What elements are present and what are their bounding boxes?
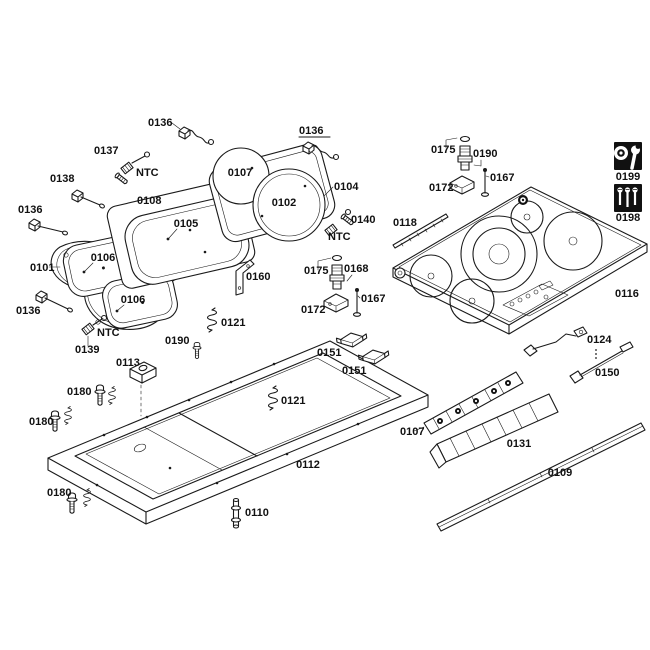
part-label-0175-mid: 0175	[304, 265, 328, 277]
rod-0118	[392, 213, 449, 249]
part-label-0151-a: 0151	[317, 347, 341, 359]
part-label-0121-right: 0121	[281, 395, 305, 407]
screw-0140-ntc	[324, 208, 355, 237]
part-label-0150: 0150	[595, 367, 619, 379]
part-label-0136-top-left: 0136	[148, 117, 172, 129]
sensor-assembly-mid	[317, 254, 362, 317]
part-label-0116: 0116	[615, 288, 639, 300]
part-label-0112: 0112	[296, 459, 320, 471]
part-label-0107-burner: 0107	[228, 167, 252, 179]
part-label-ntc-top: NTC	[136, 167, 159, 179]
part-label-0137: 0137	[94, 145, 118, 157]
part-label-0107-pcb: 0107	[400, 426, 424, 438]
part-label-0140: 0140	[351, 214, 375, 226]
part-label-0160: 0160	[246, 271, 270, 283]
part-label-0198: 0198	[616, 212, 640, 224]
part-label-0175-top: 0175	[431, 144, 455, 156]
part-label-0113: 0113	[116, 357, 140, 369]
ntc-0139	[81, 314, 108, 347]
part-label-0138: 0138	[50, 173, 74, 185]
part-label-0199: 0199	[616, 171, 640, 183]
part-label-0180-b: 0180	[29, 416, 53, 428]
clip-0136-top-center	[302, 141, 340, 161]
sensor-assembly-top	[445, 135, 490, 197]
cable-0124	[523, 326, 597, 359]
part-label-ntc-center: NTC	[328, 231, 351, 243]
part-label-0124: 0124	[587, 334, 612, 346]
part-label-0105: 0105	[174, 218, 198, 230]
part-label-0104: 0104	[334, 181, 359, 193]
corner-knob	[394, 267, 406, 279]
frame-0112	[47, 340, 429, 525]
part-label-0136-left-upper: 0136	[18, 204, 42, 216]
part-label-0108: 0108	[137, 195, 161, 207]
part-label-0168: 0168	[344, 263, 368, 275]
part-label-0109: 0109	[548, 467, 572, 479]
glass-cooktop-0116	[392, 186, 648, 335]
screw-0137-ntc	[113, 151, 151, 186]
bracket-0160	[235, 259, 255, 296]
part-label-0180-c: 0180	[47, 487, 71, 499]
rod-0138	[71, 189, 105, 209]
part-label-0139: 0139	[75, 344, 99, 356]
part-label-0131: 0131	[507, 438, 531, 450]
part-label-0172-mid: 0172	[301, 304, 325, 316]
clip-0136-left-upper	[28, 218, 69, 236]
spring-0121-left	[206, 307, 218, 333]
screw-set-icon-0198	[614, 184, 642, 212]
part-label-0151-b: 0151	[342, 365, 366, 377]
grommet	[518, 195, 528, 205]
frame-mount-holes	[95, 362, 360, 487]
box-0113	[129, 361, 157, 417]
clip-0136-top-left	[171, 122, 215, 146]
screw-0190-small	[192, 341, 202, 360]
tool-kit-icon-0199	[614, 142, 642, 170]
part-label-0118: 0118	[393, 217, 417, 229]
part-label-0190-small: 0190	[165, 335, 189, 347]
part-label-0101: 0101	[30, 262, 54, 274]
part-labels: 0136 0137 NTC 0138 0136 0101 0106 0106 0…	[16, 117, 640, 519]
burner-pair-tray-0104	[208, 143, 336, 243]
pcb-0107	[413, 371, 524, 435]
part-label-0167-mid: 0167	[361, 293, 385, 305]
part-label-0180-a: 0180	[67, 386, 91, 398]
bolt-0180-a	[94, 384, 116, 406]
trim-0109	[436, 422, 646, 532]
part-label-0110: 0110	[245, 507, 269, 519]
part-label-0172-top: 0172	[429, 182, 453, 194]
part-label-0167-top: 0167	[490, 172, 514, 184]
part-label-0106-upper: 0106	[91, 252, 115, 264]
cable-0150	[569, 341, 634, 384]
burner-0102-circle	[252, 168, 326, 242]
leader-lines	[48, 136, 334, 313]
control-zone	[502, 280, 569, 317]
part-label-0121-left: 0121	[221, 317, 245, 329]
part-label-0102: 0102	[272, 197, 296, 209]
stud-0110	[230, 497, 242, 529]
part-label-ntc-left: NTC	[97, 327, 120, 339]
part-label-0190: 0190	[473, 148, 497, 160]
housing-0131	[429, 393, 559, 469]
part-label-0136-left-lower: 0136	[16, 305, 40, 317]
part-label-0106-lower: 0106	[121, 294, 145, 306]
clip-0136-left-lower	[35, 290, 73, 313]
part-label-0136-top-center: 0136	[299, 125, 323, 137]
